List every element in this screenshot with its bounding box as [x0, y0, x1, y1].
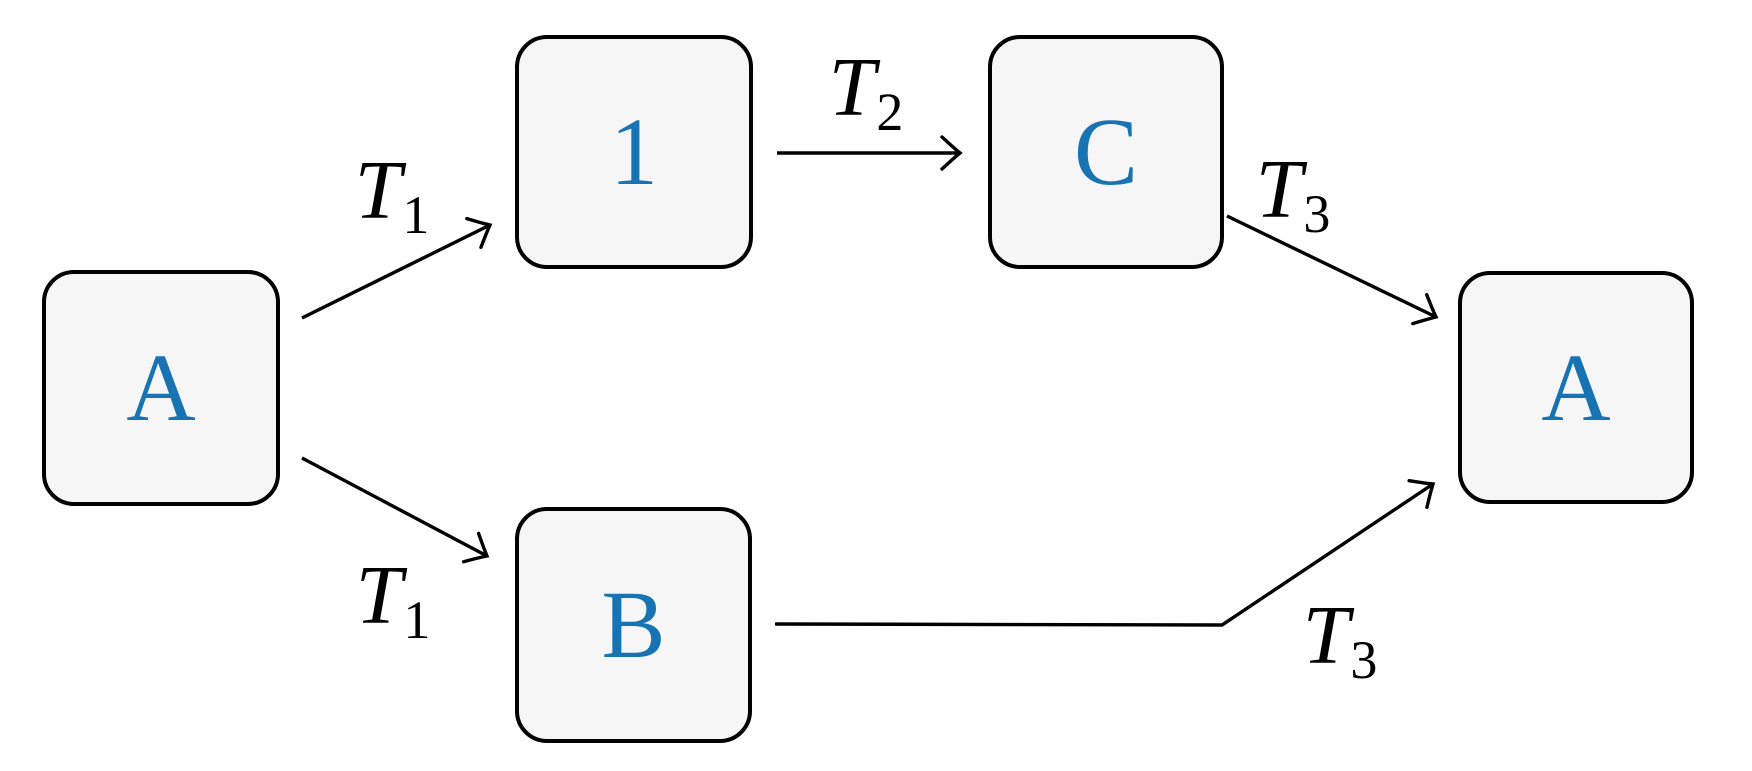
- edge-b-to-a: [774, 478, 1436, 627]
- edge-label-t3-bottom-base: T: [1302, 589, 1350, 682]
- edge-a-to-1: [301, 216, 493, 320]
- edge-label-t1-top-base: T: [354, 144, 402, 237]
- edge-c-to-a: [1226, 214, 1439, 326]
- node-1-label: 1: [610, 98, 658, 205]
- edge-label-t2-base: T: [828, 41, 876, 134]
- edge-label-t1-bottom-sub: 1: [403, 590, 431, 650]
- edge-label-t3-top: T3: [1256, 148, 1331, 242]
- node-c-label: C: [1073, 98, 1139, 205]
- edge-label-t1-top-sub: 1: [402, 185, 430, 245]
- edge-label-t2-sub: 2: [876, 82, 904, 142]
- edge-label-t3-top-sub: 3: [1303, 184, 1331, 244]
- node-a-right: A: [1458, 271, 1694, 504]
- edge-label-t2: T2: [829, 46, 904, 140]
- node-a-left: A: [42, 270, 280, 506]
- edge-label-t3-bottom: T3: [1303, 594, 1378, 688]
- node-a-left-label: A: [126, 334, 196, 441]
- node-1: 1: [515, 35, 753, 269]
- edge-label-t1-bottom-base: T: [355, 549, 403, 642]
- edge-label-t3-bottom-sub: 3: [1350, 630, 1378, 690]
- node-c: C: [988, 35, 1224, 269]
- node-a-right-label: A: [1541, 333, 1611, 441]
- edge-label-t3-top-base: T: [1255, 143, 1303, 236]
- node-b-label: B: [601, 571, 666, 678]
- edge-a-to-b: [301, 456, 490, 564]
- node-b: B: [515, 507, 752, 743]
- edge-label-t1-top: T1: [355, 149, 430, 243]
- edge-label-t1-bottom: T1: [356, 554, 431, 648]
